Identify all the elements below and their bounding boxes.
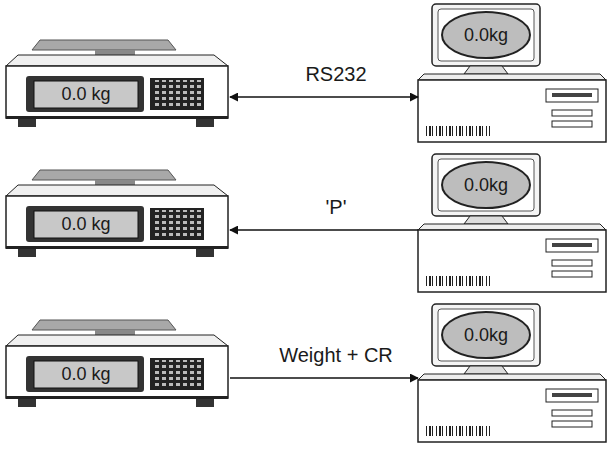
display-reading: 0.0 kg [34,81,138,108]
display-reading: 0.0 kg [34,361,138,388]
display-reading: 0.0 kg [34,211,138,238]
scale-device: 0.0 kg [5,318,230,408]
serial-link-arrow [230,229,418,231]
signal-label: 'P' [326,196,347,219]
computer-illustration [418,304,606,442]
signal-label: RS232 [305,63,366,86]
scale-illustration [6,320,228,407]
computer-device: 0.0kg [418,304,606,442]
scale-illustration [6,40,228,127]
display-reading: 0.0kg [446,22,526,48]
serial-link-arrow [230,377,418,379]
computer-device: 0.0kg [418,4,606,142]
computer-illustration [418,4,606,142]
display-reading: 0.0kg [446,172,526,198]
signal-label: Weight + CR [279,344,393,367]
serial-link-arrow [230,96,418,98]
computer-illustration [418,154,606,292]
scale-illustration [6,170,228,257]
scale-device: 0.0 kg [5,168,230,258]
computer-device: 0.0kg [418,154,606,292]
scale-device: 0.0 kg [5,38,230,128]
display-reading: 0.0kg [446,322,526,348]
